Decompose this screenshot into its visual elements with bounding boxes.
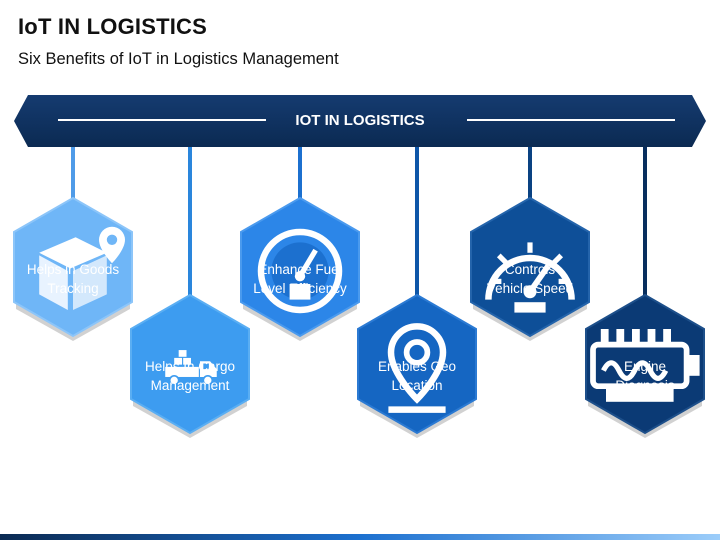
benefit-label-line2: Vehicle Speed <box>486 281 574 296</box>
benefit-fuel-efficiency: Enhance Fuel Level Efficiency <box>235 196 365 346</box>
speedometer-icon <box>485 242 575 313</box>
benefit-label-line1: Helps In Cargo <box>144 359 236 374</box>
benefit-label-line1: Enables Geo <box>377 359 457 374</box>
stem-2 <box>188 147 192 302</box>
stem-1 <box>71 147 75 205</box>
benefit-label-line1: Helps in Goods <box>26 262 120 277</box>
page-title: IoT IN LOGISTICS <box>18 14 207 39</box>
page-subtitle: Six Benefits of IoT in Logistics Managem… <box>18 50 339 68</box>
benefit-geo-location: Enables Geo Location <box>352 293 482 443</box>
stem-3 <box>298 147 302 205</box>
benefit-label-line2: Diagnosis <box>615 378 675 393</box>
benefit-label-line1: Controls <box>504 262 556 277</box>
box-location-icon <box>39 226 125 310</box>
benefit-label-line2: Level Efficiency <box>253 281 347 296</box>
benefit-cargo-management: Helps In Cargo Management <box>125 293 255 443</box>
banner-line-right <box>467 119 675 121</box>
benefit-label-line1: Engine <box>623 359 667 374</box>
benefit-vehicle-speed: Controls Vehicle Speed <box>465 196 595 346</box>
stem-5 <box>528 147 532 205</box>
benefit-label-line1: Enhance Fuel <box>258 262 342 277</box>
fuel-gauge-icon <box>257 228 343 314</box>
banner-line-left <box>58 119 266 121</box>
engine-icon <box>590 329 700 402</box>
cargo-truck-icon <box>165 350 217 386</box>
benefit-label-line2: Location <box>391 378 443 393</box>
banner <box>14 95 706 147</box>
stem-6 <box>643 147 647 302</box>
bottom-accent-bar <box>0 534 720 540</box>
location-pin-icon <box>387 323 447 413</box>
benefit-engine-diagnosis: Engine Diagnosis <box>580 293 710 443</box>
benefit-goods-tracking: Helps in Goods Tracking <box>8 196 138 346</box>
banner-label: IOT IN LOGISTICS <box>295 112 425 129</box>
benefit-label-line2: Management <box>150 378 230 393</box>
stem-4 <box>415 147 419 302</box>
benefit-label-line2: Tracking <box>47 281 99 296</box>
